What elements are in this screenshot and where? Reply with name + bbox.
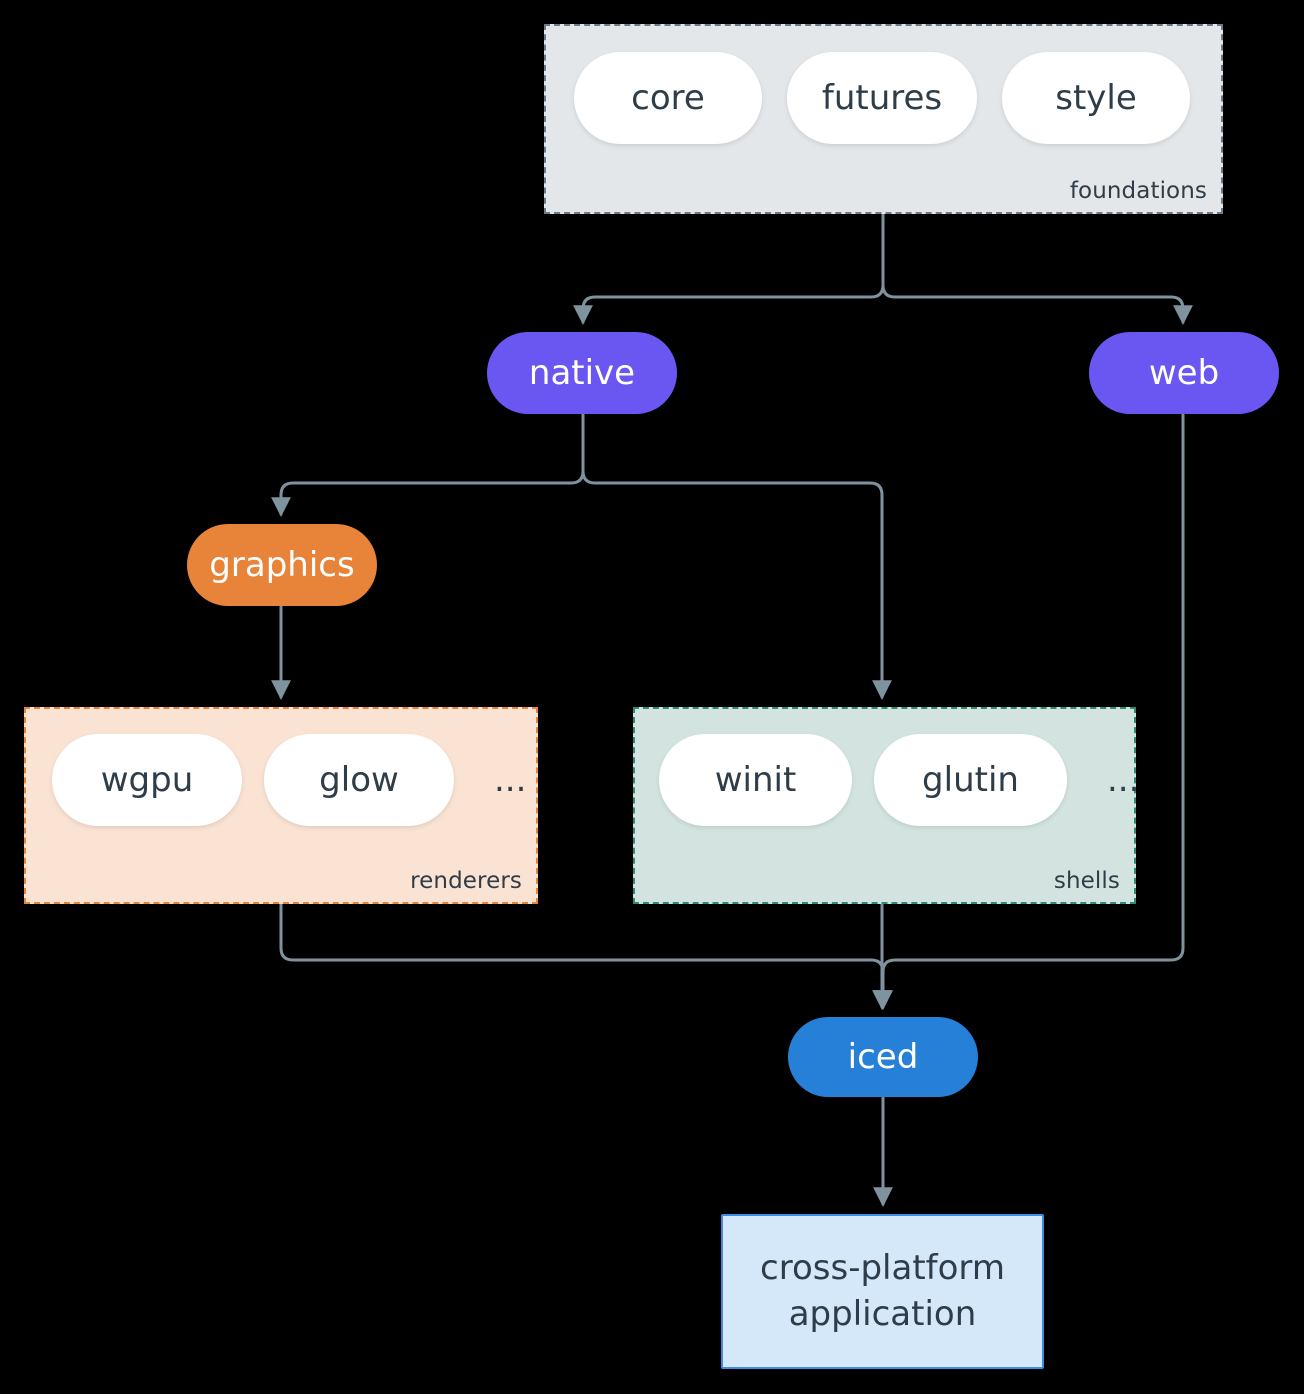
pill-glutin[interactable]: glutin bbox=[874, 734, 1067, 826]
pill-winit[interactable]: winit bbox=[659, 734, 852, 826]
application-label-line2: application bbox=[788, 1293, 977, 1334]
edge-renderers-to-iced bbox=[279, 903, 893, 1011]
pill-glow[interactable]: glow bbox=[264, 734, 454, 826]
shells-pill-row: winit glutin ... bbox=[659, 734, 1139, 826]
foundations-pill-row: core futures style bbox=[574, 52, 1190, 144]
group-shells[interactable]: winit glutin ... shells bbox=[633, 707, 1139, 904]
edge-native-to-graphics bbox=[271, 413, 585, 518]
application-label-line1: cross-platform bbox=[760, 1247, 1005, 1288]
edge-native-to-shells bbox=[581, 413, 892, 701]
node-graphics[interactable]: graphics bbox=[187, 524, 377, 606]
pill-style[interactable]: style bbox=[1002, 52, 1190, 144]
shells-overflow-ellipsis: ... bbox=[1107, 760, 1140, 800]
node-native[interactable]: native bbox=[487, 332, 677, 414]
group-label-renderers: renderers bbox=[410, 868, 522, 894]
node-cross-platform-application[interactable]: cross-platform application bbox=[721, 1214, 1044, 1369]
edge-foundations-to-native bbox=[573, 213, 885, 326]
group-label-foundations: foundations bbox=[1069, 178, 1207, 204]
pill-wgpu[interactable]: wgpu bbox=[52, 734, 242, 826]
group-label-shells: shells bbox=[1053, 868, 1120, 894]
group-foundations[interactable]: core futures style foundations bbox=[544, 24, 1223, 214]
group-renderers[interactable]: wgpu glow ... renderers bbox=[24, 707, 538, 904]
edge-foundations-to-web bbox=[881, 213, 1193, 326]
pill-core[interactable]: core bbox=[574, 52, 762, 144]
pill-futures[interactable]: futures bbox=[787, 52, 977, 144]
renderers-pill-row: wgpu glow ... bbox=[52, 734, 526, 826]
renderers-overflow-ellipsis: ... bbox=[494, 760, 527, 800]
node-web[interactable]: web bbox=[1089, 332, 1279, 414]
node-iced[interactable]: iced bbox=[788, 1017, 978, 1097]
